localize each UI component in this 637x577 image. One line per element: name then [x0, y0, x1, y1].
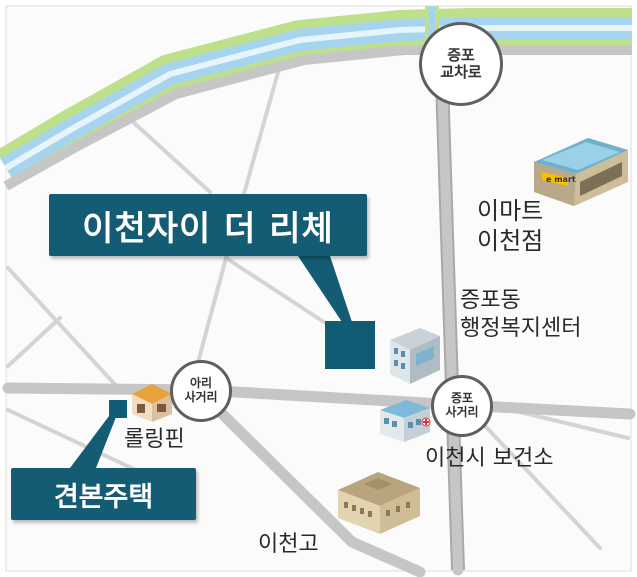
local-roads [6, 56, 630, 550]
road-edges [433, 19, 465, 571]
complex-location-marker [325, 321, 375, 369]
major-roads [2, 14, 636, 577]
ari-intersection-badge: 아리 사거리 [170, 360, 232, 422]
jeungpo-interchange-line1: 증포 [447, 45, 475, 64]
emart-name: 이마트 [477, 197, 544, 225]
ari-intersection-line2: 사거리 [184, 390, 218, 404]
model-house-label: 견본주택 [11, 468, 196, 520]
highschool-label: 이천고 [258, 532, 319, 557]
emart-place-label: 이마트 이천점 [477, 196, 543, 256]
sub-label-pointer [70, 412, 118, 468]
office-building-icon [390, 328, 440, 384]
community-center-line2: 행정복지센터 [460, 315, 582, 341]
main-label-pointer [298, 256, 352, 322]
emart-building-icon: e mart [534, 138, 628, 206]
jeungpo-interchange-badge: 증포 교차로 [419, 22, 503, 106]
jeungpo-intersection-line1: 증포 [450, 391, 474, 406]
complex-name-label: 이천자이 더 리체 [49, 194, 367, 256]
bakery-place-label: 롤링핀 [124, 427, 185, 452]
jeungpo-intersection-line2: 사거리 [445, 405, 479, 419]
model-house-location-marker [109, 400, 127, 418]
emart-sign: e mart [546, 175, 576, 184]
emart-branch: 이천점 [477, 227, 544, 255]
bakery-building-icon [132, 384, 172, 422]
health-center-icon [380, 400, 431, 442]
health-center-label: 이천시 보건소 [425, 446, 554, 471]
community-center-label: 증포동 행정복지센터 [460, 287, 581, 342]
ari-intersection-line1: 아리 [189, 376, 213, 391]
community-center-line1: 증포동 [460, 288, 521, 313]
jeungpo-intersection-badge: 증포 사거리 [431, 375, 493, 437]
highschool-building-icon [338, 472, 420, 534]
jeungpo-interchange-line2: 교차로 [440, 63, 482, 81]
